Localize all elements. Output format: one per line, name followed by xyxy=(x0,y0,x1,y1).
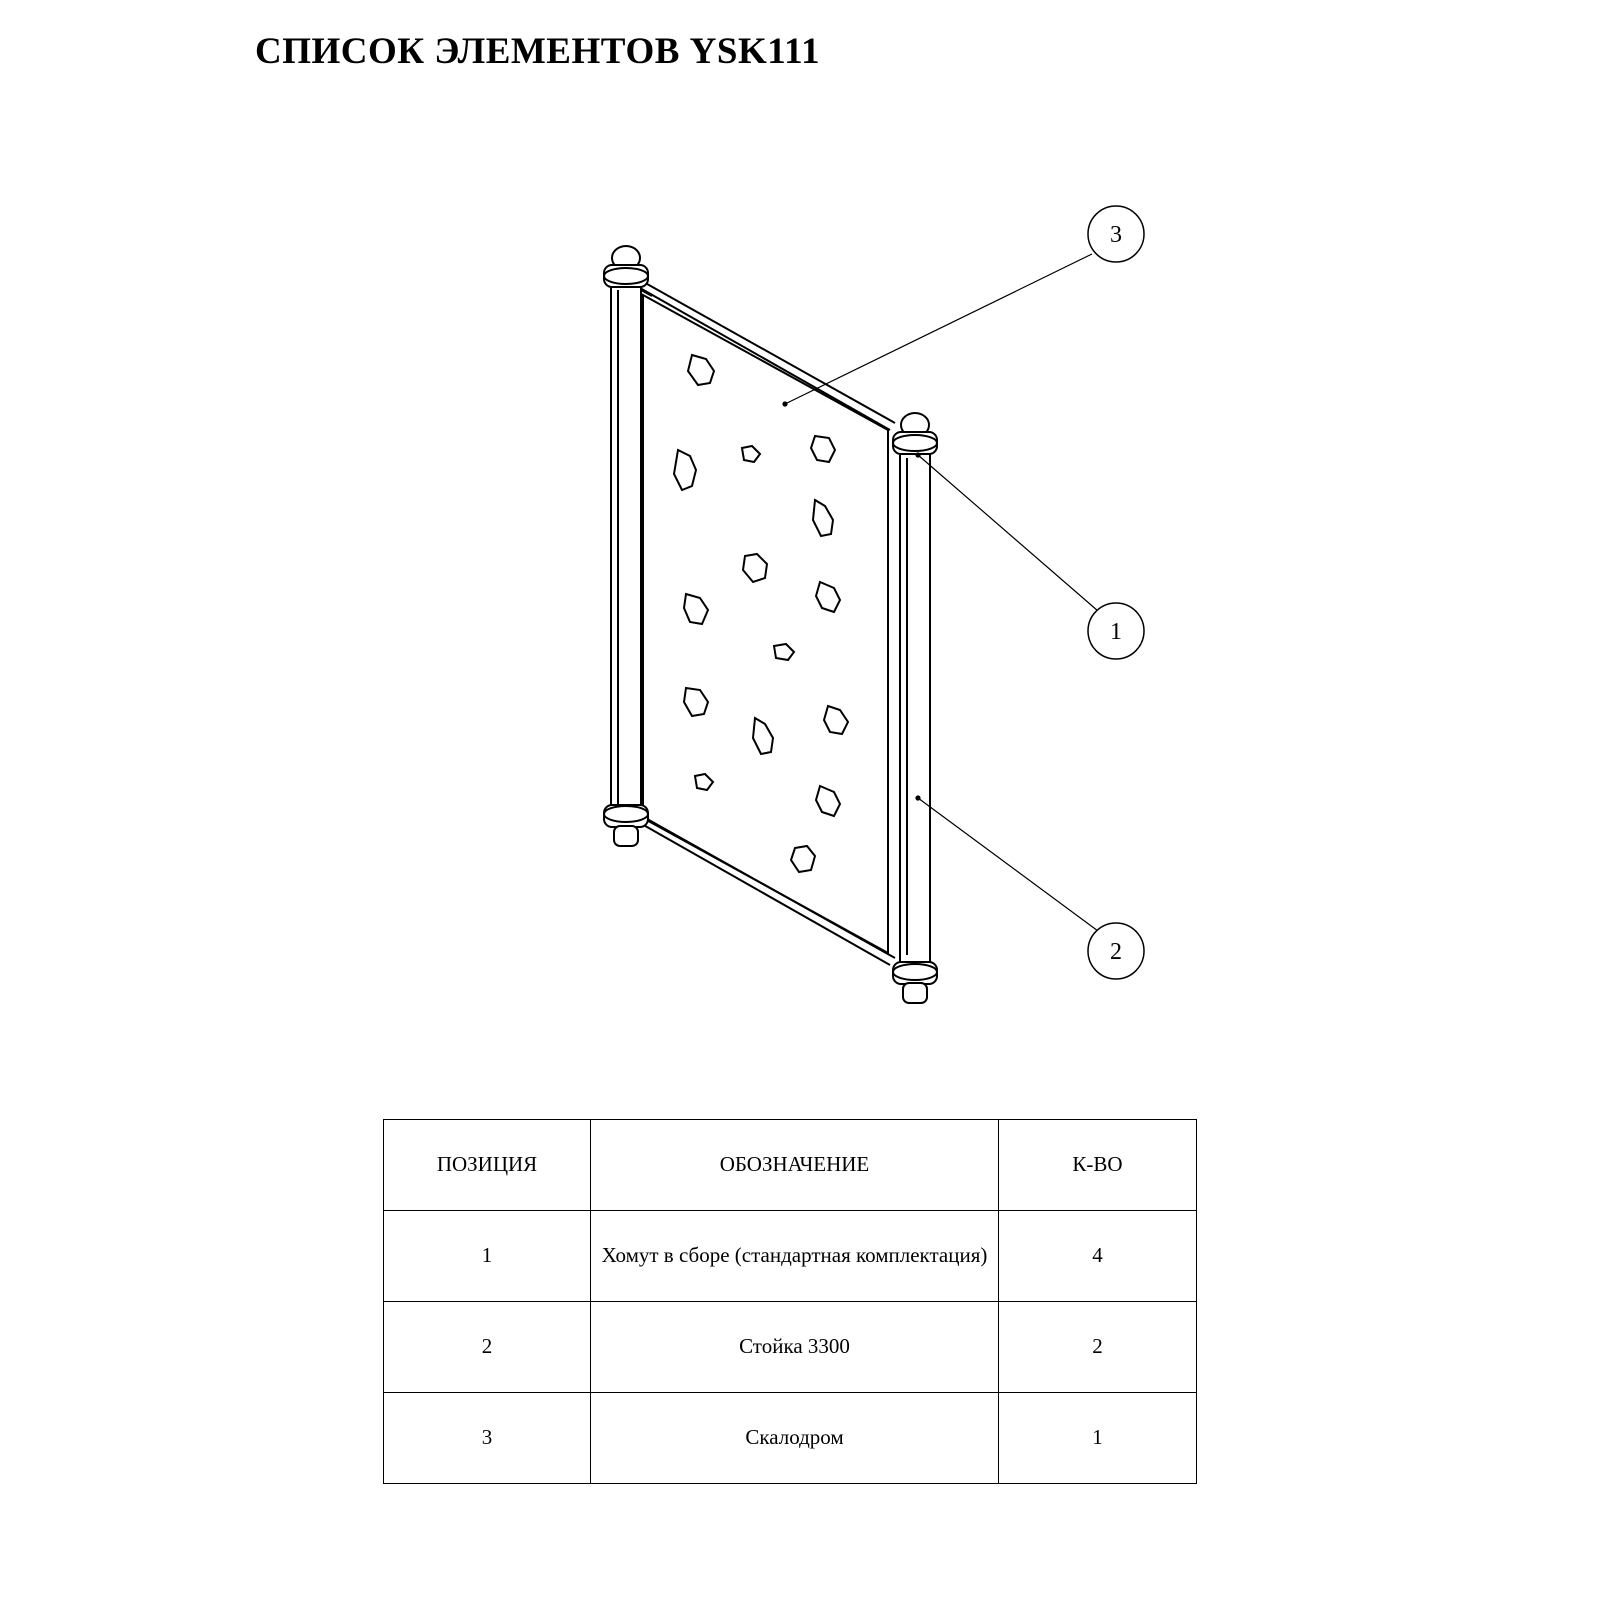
cell-designation: Скалодром xyxy=(590,1392,999,1484)
climbing-wall-panel xyxy=(642,293,889,955)
table-row: 1 Хомут в сборе (стандартная комплектаци… xyxy=(383,1210,1197,1302)
document-title: СПИСОК ЭЛЕМЕНТОВ YSK111 xyxy=(255,31,821,72)
climbing-hold xyxy=(811,498,835,538)
climbing-hold xyxy=(814,784,842,818)
callout-2: 2 xyxy=(1087,922,1145,980)
callout-1: 1 xyxy=(1087,602,1145,660)
parts-table: ПОЗИЦИЯ ОБОЗНАЧЕНИЕ К-ВО 1 Хомут в сборе… xyxy=(383,1119,1197,1484)
bottom-rail-inner xyxy=(639,822,891,966)
leader-line-3 xyxy=(784,253,1093,405)
climbing-hold xyxy=(809,434,837,464)
climbing-hold xyxy=(814,580,842,614)
climbing-hold xyxy=(740,444,762,464)
cell-designation: Хомут в сборе (стандартная комплектация) xyxy=(590,1210,999,1302)
cell-position: 3 xyxy=(383,1392,591,1484)
climbing-hold xyxy=(772,642,796,662)
header-designation: ОБОЗНАЧЕНИЕ xyxy=(590,1119,999,1211)
climbing-hold xyxy=(822,704,850,736)
cell-designation: Стойка 3300 xyxy=(590,1301,999,1393)
header-position: ПОЗИЦИЯ xyxy=(383,1119,591,1211)
climbing-hold xyxy=(672,448,698,492)
header-quantity: К-ВО xyxy=(998,1119,1197,1211)
callout-label-1: 1 xyxy=(1110,619,1122,645)
assembly-drawing: 3 1 2 xyxy=(603,205,1145,1004)
cell-quantity: 4 xyxy=(998,1210,1197,1302)
cell-position: 2 xyxy=(383,1301,591,1393)
climbing-hold xyxy=(751,716,775,756)
climbing-hold xyxy=(741,552,769,584)
cell-quantity: 2 xyxy=(998,1301,1197,1393)
table-header-row: ПОЗИЦИЯ ОБОЗНАЧЕНИЕ К-ВО xyxy=(383,1119,1197,1211)
table-row: 3 Скалодром 1 xyxy=(383,1392,1197,1484)
top-rail-inner xyxy=(639,287,891,431)
callout-label-3: 3 xyxy=(1110,222,1122,248)
cell-position: 1 xyxy=(383,1210,591,1302)
climbing-holds xyxy=(672,353,850,874)
callout-3: 3 xyxy=(1087,205,1145,263)
cell-quantity: 1 xyxy=(998,1392,1197,1484)
climbing-hold xyxy=(789,844,817,874)
left-post xyxy=(603,245,653,847)
leader-line-1 xyxy=(917,454,1099,612)
bottom-rail xyxy=(639,814,896,959)
climbing-hold xyxy=(682,592,710,626)
right-post xyxy=(892,412,938,1004)
table-row: 2 Стойка 3300 2 xyxy=(383,1301,1197,1393)
climbing-hold xyxy=(693,772,715,792)
climbing-hold xyxy=(682,686,710,718)
leader-line-2 xyxy=(917,797,1099,932)
top-rail xyxy=(639,279,896,424)
callout-label-2: 2 xyxy=(1110,939,1122,965)
climbing-hold xyxy=(686,353,716,387)
